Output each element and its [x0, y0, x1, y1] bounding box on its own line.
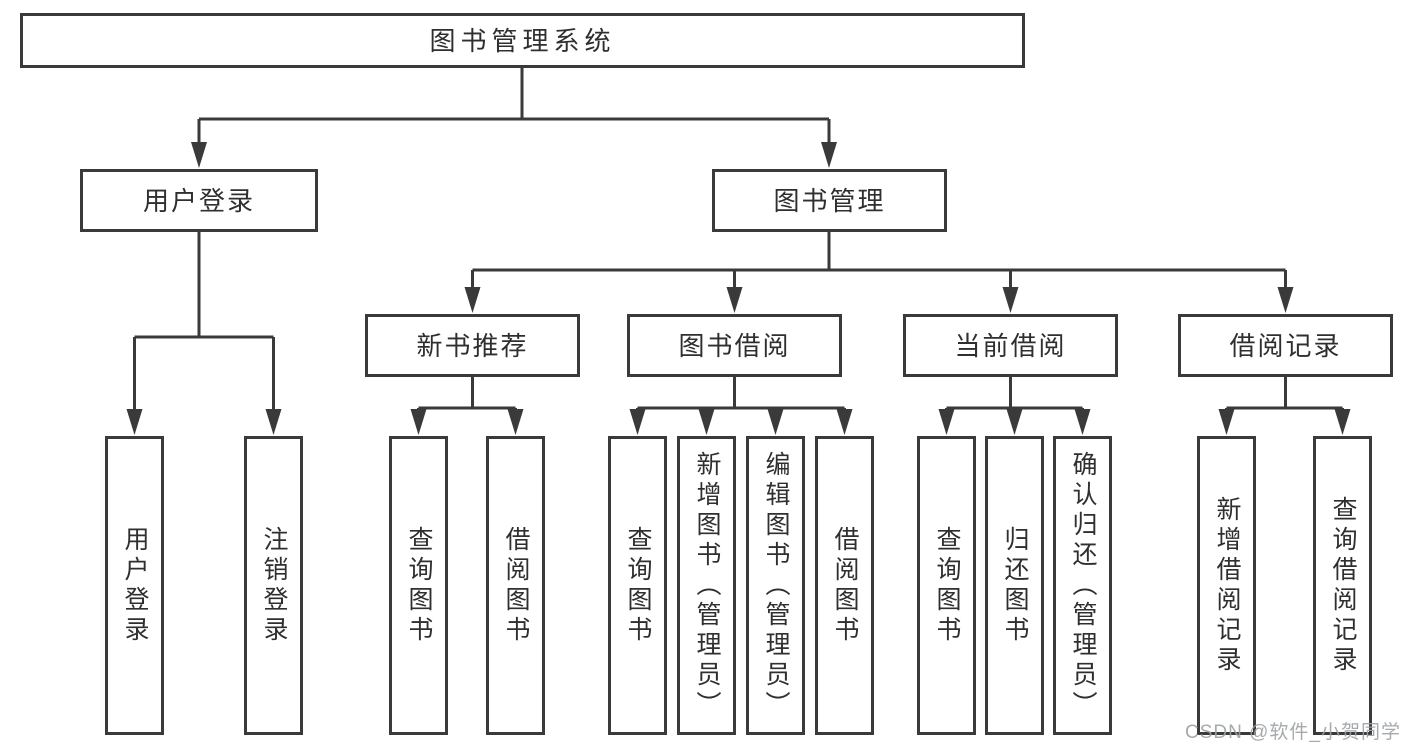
- leaf-recommend-query-books-label: 查询图书: [405, 525, 433, 646]
- node-new-book-recommend: 新书推荐: [365, 314, 580, 377]
- leaf-query-borrow-record: 查询借阅记录: [1313, 436, 1372, 735]
- node-book-management: 图书管理: [712, 169, 947, 232]
- leaf-query-borrow-record-label: 查询借阅记录: [1329, 495, 1357, 676]
- leaf-confirm-return-admin: 确认归还（管理员）: [1053, 436, 1112, 735]
- leaf-add-book-admin-label: 新增图书（管理员）: [693, 450, 721, 721]
- node-book-borrowing: 图书借阅: [627, 314, 842, 377]
- node-current-borrowing-label: 当前借阅: [954, 330, 1067, 361]
- node-library-system: 图书管理系统: [20, 13, 1025, 68]
- watermark: CSDN @软件_小贺同学: [1185, 722, 1401, 743]
- leaf-add-borrow-record: 新增借阅记录: [1197, 436, 1256, 735]
- node-book-management-label: 图书管理: [773, 185, 886, 216]
- leaf-logout: 注销登录: [244, 436, 303, 735]
- leaf-user-login-label: 用户登录: [121, 525, 149, 646]
- leaf-borrowing-borrow-books: 借阅图书: [815, 436, 874, 735]
- leaf-recommend-query-books: 查询图书: [389, 436, 448, 735]
- node-library-system-label: 图书管理系统: [429, 25, 616, 56]
- node-new-book-recommend-label: 新书推荐: [416, 330, 529, 361]
- leaf-add-book-admin: 新增图书（管理员）: [677, 436, 736, 735]
- node-borrow-records-label: 借阅记录: [1229, 330, 1342, 361]
- node-user-login-label: 用户登录: [142, 185, 255, 216]
- node-borrow-records: 借阅记录: [1178, 314, 1393, 377]
- leaf-logout-label: 注销登录: [260, 525, 288, 646]
- node-current-borrowing: 当前借阅: [903, 314, 1118, 377]
- leaf-return-books-label: 归还图书: [1001, 525, 1029, 646]
- leaf-recommend-borrow-books-label: 借阅图书: [502, 525, 530, 646]
- leaf-return-books: 归还图书: [985, 436, 1044, 735]
- node-user-login: 用户登录: [80, 169, 318, 232]
- leaf-recommend-borrow-books: 借阅图书: [486, 436, 545, 735]
- leaf-edit-book-admin: 编辑图书（管理员）: [746, 436, 805, 735]
- leaf-borrowing-borrow-books-label: 借阅图书: [831, 525, 859, 646]
- leaf-current-query-books: 查询图书: [917, 436, 976, 735]
- leaf-borrowing-query-books: 查询图书: [608, 436, 667, 735]
- leaf-edit-book-admin-label: 编辑图书（管理员）: [762, 450, 790, 721]
- leaf-borrowing-query-books-label: 查询图书: [624, 525, 652, 646]
- leaf-user-login: 用户登录: [105, 436, 164, 735]
- leaf-add-borrow-record-label: 新增借阅记录: [1213, 495, 1241, 676]
- leaf-confirm-return-admin-label: 确认归还（管理员）: [1069, 450, 1097, 721]
- leaf-current-query-books-label: 查询图书: [933, 525, 961, 646]
- node-book-borrowing-label: 图书借阅: [678, 330, 791, 361]
